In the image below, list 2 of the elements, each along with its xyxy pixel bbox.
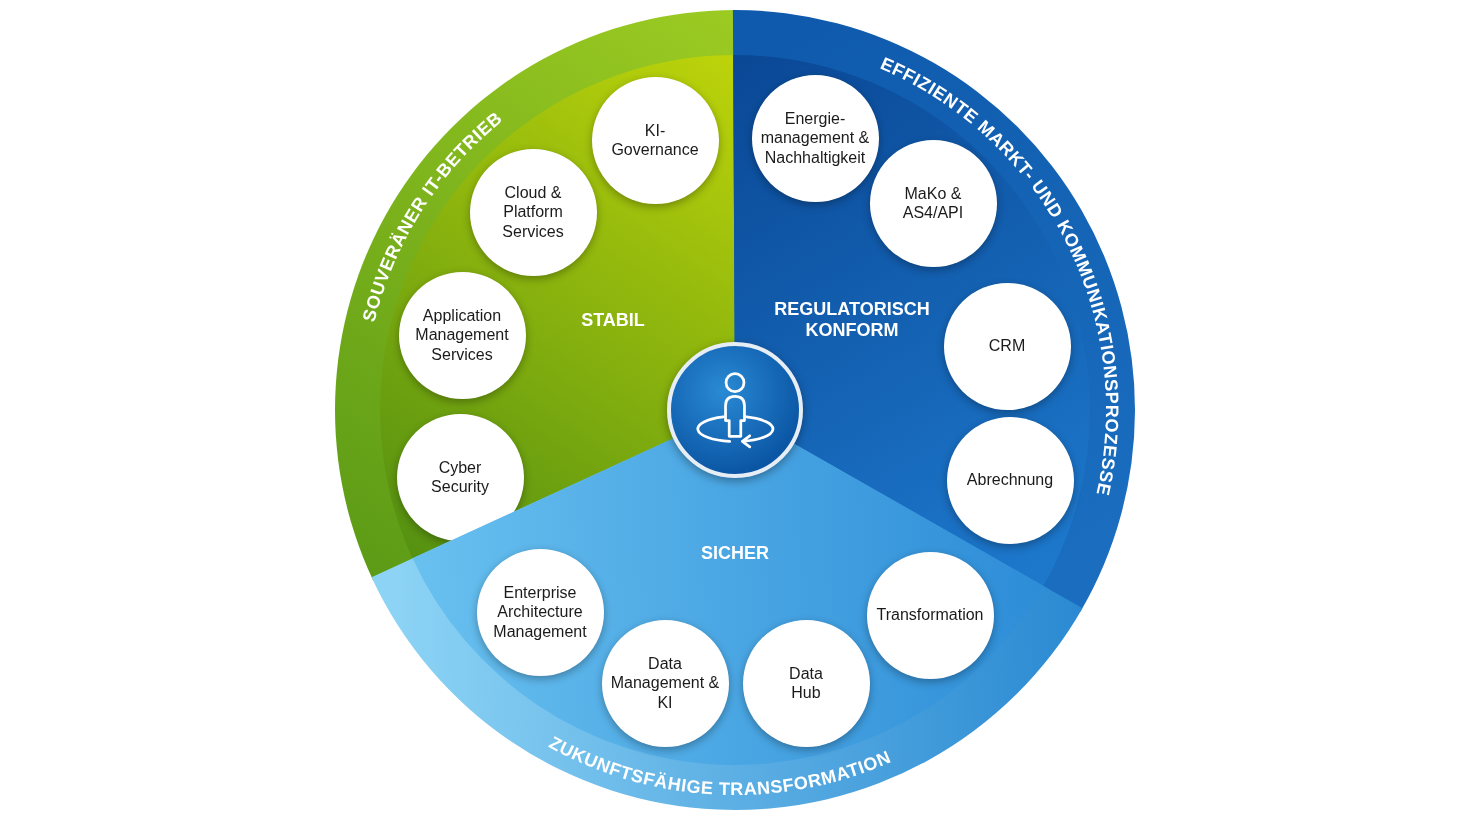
segment-label: SICHER bbox=[700, 542, 770, 564]
segment-label: STABIL bbox=[580, 309, 646, 331]
